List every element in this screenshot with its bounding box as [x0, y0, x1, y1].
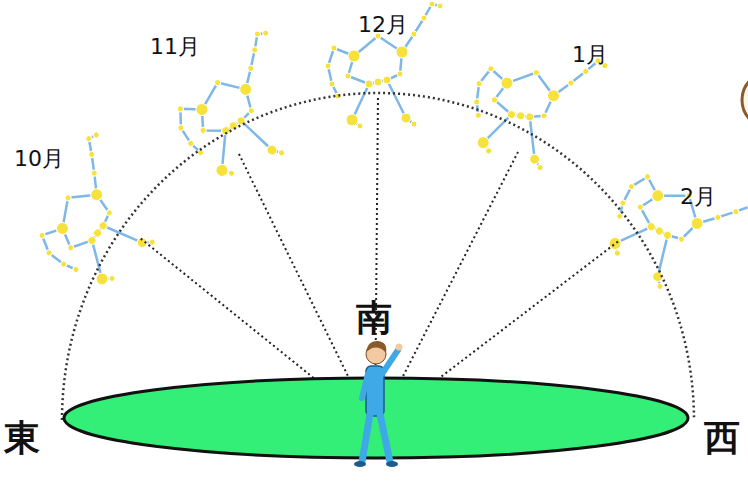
constellation — [455, 22, 610, 183]
constellation — [325, 1, 443, 129]
direction-label: 西 — [704, 420, 740, 456]
month-label: 10月 — [14, 148, 64, 170]
month-label: 1月 — [572, 44, 608, 66]
constellation — [5, 129, 178, 303]
sight-lines — [140, 95, 620, 425]
month-label: 2月 — [680, 186, 716, 208]
direction-label: 東 — [4, 420, 40, 456]
sky-arc — [62, 93, 694, 420]
month-label: 12月 — [358, 14, 408, 36]
corner-badge — [742, 72, 748, 128]
month-label: 11月 — [150, 36, 200, 58]
constellation — [589, 135, 748, 309]
direction-label: 南 — [356, 300, 392, 336]
observer — [354, 341, 403, 467]
